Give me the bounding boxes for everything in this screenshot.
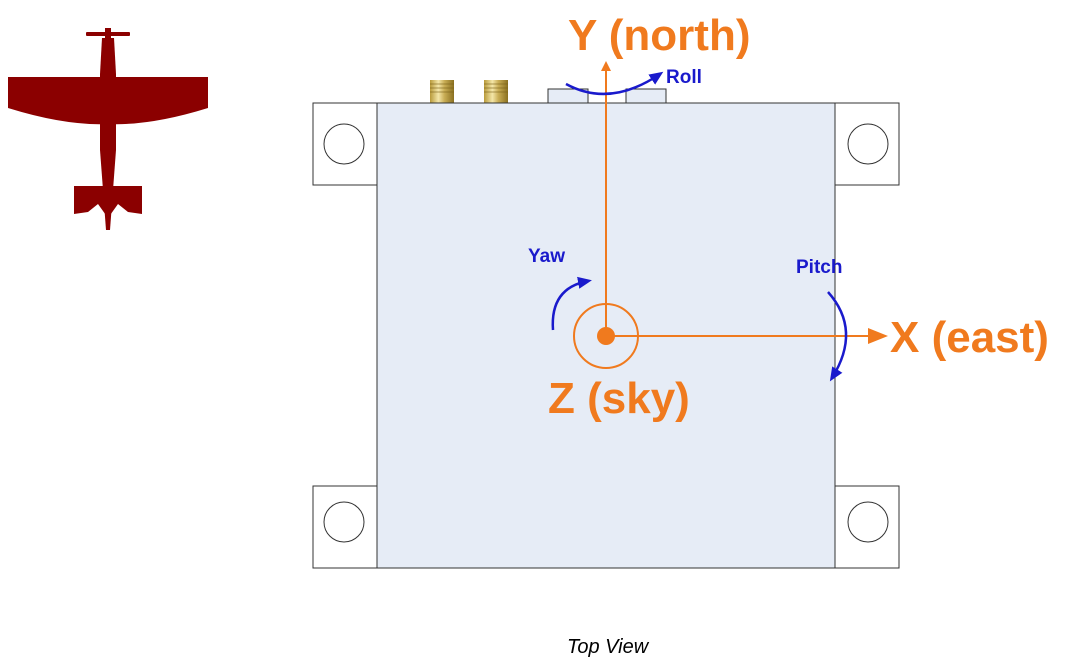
roll-rotation-arrow bbox=[565, 71, 664, 96]
z-axis-dot bbox=[597, 327, 615, 345]
yaw-rotation-arrow bbox=[551, 276, 592, 331]
pitch-label: Pitch bbox=[796, 257, 842, 278]
sma-connector-icon bbox=[430, 80, 508, 103]
view-caption: Top View bbox=[567, 636, 650, 658]
z-axis-ring bbox=[573, 303, 639, 369]
z-axis-label: Z (sky) bbox=[548, 374, 690, 423]
roll-label: Roll bbox=[666, 67, 702, 88]
yaw-label: Yaw bbox=[528, 246, 565, 267]
mount-hole-top-right bbox=[847, 123, 889, 165]
y-axis-label: Y (north) bbox=[568, 11, 751, 60]
mount-hole-top-left bbox=[323, 123, 365, 165]
top-connector-tab-right bbox=[625, 88, 667, 104]
mount-hole-bottom-left bbox=[323, 501, 365, 543]
mount-hole-bottom-right bbox=[847, 501, 889, 543]
airplane-silhouette-icon bbox=[8, 28, 208, 230]
x-axis-label: X (east) bbox=[890, 313, 1049, 362]
pitch-rotation-arrow bbox=[827, 291, 848, 382]
